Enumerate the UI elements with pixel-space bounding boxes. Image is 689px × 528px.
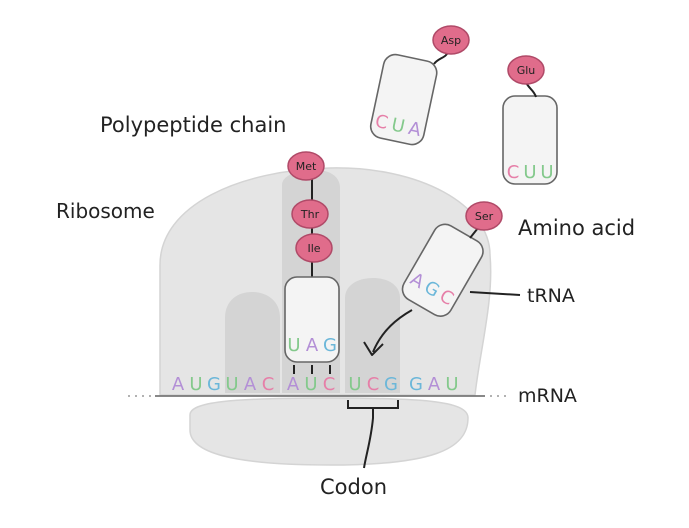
trna-free-left (369, 53, 438, 146)
mrna-base: A (244, 374, 257, 395)
ribosome-a-site (345, 278, 400, 393)
mrna-base: A (287, 374, 300, 395)
mrna-base: U (304, 374, 317, 395)
trna-free-left-base-3: A (407, 118, 424, 141)
mrna-base: C (367, 374, 380, 395)
trna-pointer (469, 291, 521, 296)
amino-acid-asp (432, 25, 470, 55)
trna-bound-base-3: G (323, 335, 337, 356)
trna-free-right (502, 95, 558, 185)
mrna-base: A (172, 374, 185, 395)
trna-bound (284, 276, 340, 363)
ribosome-e-site (225, 292, 280, 393)
trna-free-left-base-2: U (389, 114, 406, 137)
label-amino-acid: Amino acid (518, 216, 635, 240)
mrna-base: U (189, 374, 202, 395)
trna-free-right-base-2: U (523, 162, 536, 183)
amino-acid-met (287, 151, 325, 181)
amino-acid-thr (291, 199, 329, 229)
mrna-base: G (207, 374, 221, 395)
codon-bracket (347, 400, 399, 469)
trna-bound-base-1: U (287, 335, 300, 356)
mrna-base: G (384, 374, 398, 395)
amino-acid-asp-label: Asp (441, 34, 461, 47)
mrna-base: C (323, 374, 336, 395)
amino-acid-met-label: Met (296, 160, 317, 173)
label-ribosome: Ribosome (56, 199, 155, 223)
mrna-base: U (225, 374, 238, 395)
trna-free-right-base-3: U (540, 162, 553, 183)
amino-acid-glu-label: Glu (517, 64, 536, 77)
ribosome-small-subunit (189, 397, 469, 466)
amino-acid-thr-label: Thr (300, 208, 320, 221)
mrna-base: A (428, 374, 441, 395)
incoming-arrow (372, 309, 413, 353)
ser-link (469, 227, 479, 239)
trna-incoming (401, 223, 484, 317)
label-codon: Codon (320, 475, 387, 499)
label-polypeptide-chain: Polypeptide chain (100, 113, 286, 137)
mrna-base: G (409, 374, 423, 395)
amino-acid-ile (295, 233, 333, 263)
mrna-base: C (262, 374, 275, 395)
amino-acid-ser (465, 201, 503, 231)
mrna-base: U (348, 374, 361, 395)
trna-bound-base-2: A (306, 335, 319, 356)
amino-acid-ser-label: Ser (475, 210, 494, 223)
trna-free-right-base-1: C (507, 162, 520, 183)
label-mrna: mRNA (518, 385, 577, 407)
mrna-base: U (445, 374, 458, 395)
trna-free-left-base-1: C (373, 111, 390, 134)
amino-acid-glu (507, 55, 545, 85)
incoming-arrowhead (363, 341, 384, 356)
amino-acid-ile-label: Ile (307, 242, 320, 255)
label-trna: tRNA (527, 285, 575, 307)
